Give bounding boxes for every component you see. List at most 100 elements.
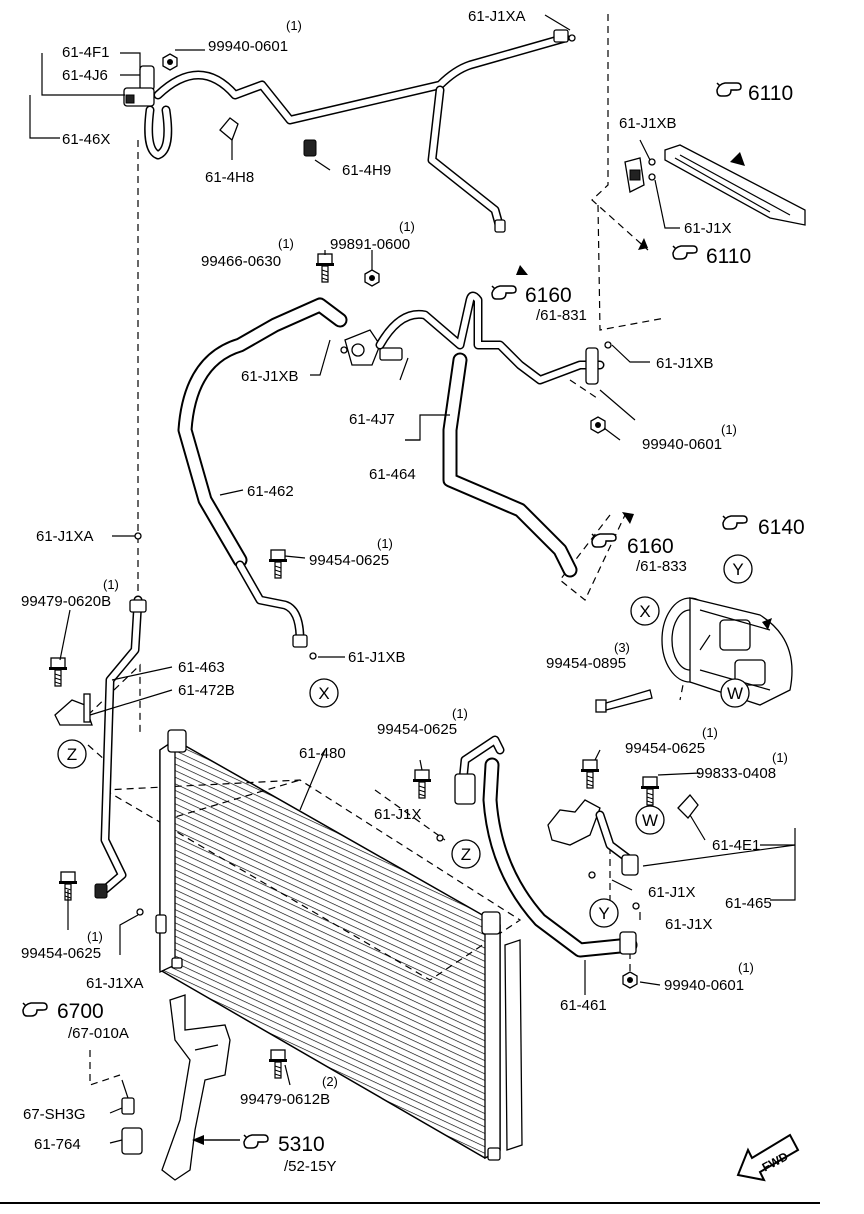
label-99940-0601-mid: 99940-0601 xyxy=(642,436,722,453)
part-labels: (1) 99940-0601 61-4F1 61-4J6 61-46X 61-4… xyxy=(21,8,805,1175)
label-61-J1XB-mid: 61-J1XB xyxy=(656,355,714,372)
marker-w-2: W xyxy=(635,805,665,835)
svg-text:Z: Z xyxy=(461,845,471,864)
oring-61-J1XA-low xyxy=(136,908,144,916)
label-99454-0625-b: 99454-0625 xyxy=(377,721,457,738)
oring-61-J1X-mid xyxy=(436,834,444,842)
ref-6160-b: 6160 xyxy=(627,535,674,558)
label-61-4H9: 61-4H9 xyxy=(342,162,391,179)
bracket-lower xyxy=(161,994,231,1181)
ref-6700: 6700 xyxy=(57,1000,104,1023)
label-61-4J7: 61-4J7 xyxy=(349,411,395,428)
label-61-J1X-r2: 61-J1X xyxy=(665,916,713,933)
label-99454-0895: 99454-0895 xyxy=(546,655,626,672)
label-61-J1X-r1: 61-J1X xyxy=(648,884,696,901)
hose-61-461 xyxy=(454,735,638,958)
label-99479-0620B: 99479-0620B xyxy=(21,593,111,610)
label-61-J1XB-left: 61-J1XB xyxy=(241,368,299,385)
qty-99454-0625-c: (1) xyxy=(702,725,718,740)
marker-y-1: Y xyxy=(723,554,753,584)
oring-61-J1X-r1 xyxy=(588,871,596,879)
bolt-99833-0408 xyxy=(640,776,660,806)
label-61-4H8: 61-4H8 xyxy=(205,169,254,186)
nut-99940-0601-low xyxy=(622,971,638,989)
qty-99454-0625-b: (1) xyxy=(452,706,468,721)
svg-text:X: X xyxy=(639,602,650,621)
bolt-99454-0625-c xyxy=(580,759,600,789)
reference-hand-icon xyxy=(716,82,742,97)
clip-61-4H8 xyxy=(219,117,239,142)
reference-hand-icon xyxy=(22,1002,48,1017)
bolt-99479-0612B xyxy=(268,1049,288,1079)
oring-61-J1X-r2 xyxy=(632,902,640,910)
label-99466-0630: 99466-0630 xyxy=(201,253,281,270)
fwd-arrow-icon: FWD xyxy=(736,1133,800,1182)
ref-6700-sub: /67-010A xyxy=(68,1025,129,1042)
label-61-461: 61-461 xyxy=(560,997,607,1014)
qty-99940-0601-top: (1) xyxy=(286,18,302,33)
bolt-99466-0630 xyxy=(315,253,335,283)
svg-text:W: W xyxy=(642,811,658,830)
block-61-4J7 xyxy=(344,329,403,366)
condenser-61-480 xyxy=(155,729,523,1161)
label-99940-0601-low: 99940-0601 xyxy=(664,977,744,994)
marker-x-2: X xyxy=(630,596,660,626)
label-61-764: 61-764 xyxy=(34,1136,81,1153)
qty-99454-0625-d: (1) xyxy=(87,929,103,944)
qty-99940-0601-low: (1) xyxy=(738,960,754,975)
label-99940-0601-top: 99940-0601 xyxy=(208,38,288,55)
label-61-J1XB-low: 61-J1XB xyxy=(348,649,406,666)
label-99454-0625-d: 99454-0625 xyxy=(21,945,101,962)
ref-6160-a-sub: /61-831 xyxy=(536,307,587,324)
ref-6160-a: 6160 xyxy=(525,284,572,307)
sensor-67-SH3G xyxy=(121,1079,135,1115)
svg-text:Y: Y xyxy=(598,904,609,923)
bolt-99454-0895 xyxy=(595,689,653,713)
label-61-462: 61-462 xyxy=(247,483,294,500)
nut-99940-0601-top xyxy=(162,53,178,71)
holder-61-764 xyxy=(121,1127,143,1155)
pipe-top-run xyxy=(153,29,570,233)
reference-hand-icon xyxy=(243,1134,269,1149)
label-61-J1X-mid: 61-J1X xyxy=(374,806,422,823)
expansion-valve-6110 xyxy=(624,157,645,193)
marker-z-2: Z xyxy=(451,839,481,869)
oring-61-J1X-right xyxy=(648,173,656,181)
oring-61-J1XB-right xyxy=(648,158,656,166)
evaporator-6110 xyxy=(664,144,806,226)
label-61-J1XB-right: 61-J1XB xyxy=(619,115,677,132)
label-61-463: 61-463 xyxy=(178,659,225,676)
bolt-99454-0625-b xyxy=(412,769,432,799)
bolt-99479-0620B xyxy=(48,657,68,687)
ref-5310-sub: /52-15Y xyxy=(284,1158,337,1175)
ref-6110-b: 6110 xyxy=(706,245,751,268)
svg-text:W: W xyxy=(727,684,743,703)
arrows xyxy=(192,152,772,1145)
label-61-464: 61-464 xyxy=(369,466,416,483)
marker-x-1: X xyxy=(309,678,339,708)
label-61-J1XA-left: 61-J1XA xyxy=(36,528,94,545)
marker-z-1: Z xyxy=(57,739,87,769)
ref-5310: 5310 xyxy=(278,1133,325,1156)
qty-99833-0408: (1) xyxy=(772,750,788,765)
clip-61-4E1 xyxy=(677,794,699,819)
svg-text:Z: Z xyxy=(67,745,77,764)
qty-99940-0601-mid: (1) xyxy=(721,422,737,437)
label-99833-0408: 99833-0408 xyxy=(696,765,776,782)
qty-99454-0625-a: (1) xyxy=(377,536,393,551)
ref-6110-a: 6110 xyxy=(748,82,793,105)
reference-hand-icon xyxy=(722,515,748,530)
nut-99940-0601-mid xyxy=(590,416,606,434)
label-61-4E1: 61-4E1 xyxy=(712,837,760,854)
label-61-J1X-right: 61-J1X xyxy=(684,220,732,237)
hose-61-462 xyxy=(177,297,348,648)
oring-61-J1XB-left xyxy=(340,346,348,354)
qty-99479-0612B: (2) xyxy=(322,1074,338,1089)
clip-61-4H9 xyxy=(303,139,317,157)
qty-99891-0600: (1) xyxy=(399,219,415,234)
label-61-465: 61-465 xyxy=(725,895,772,912)
reference-hand-icon xyxy=(672,245,698,260)
oring-61-J1XA-top xyxy=(568,34,576,42)
label-61-4J6: 61-4J6 xyxy=(62,67,108,84)
